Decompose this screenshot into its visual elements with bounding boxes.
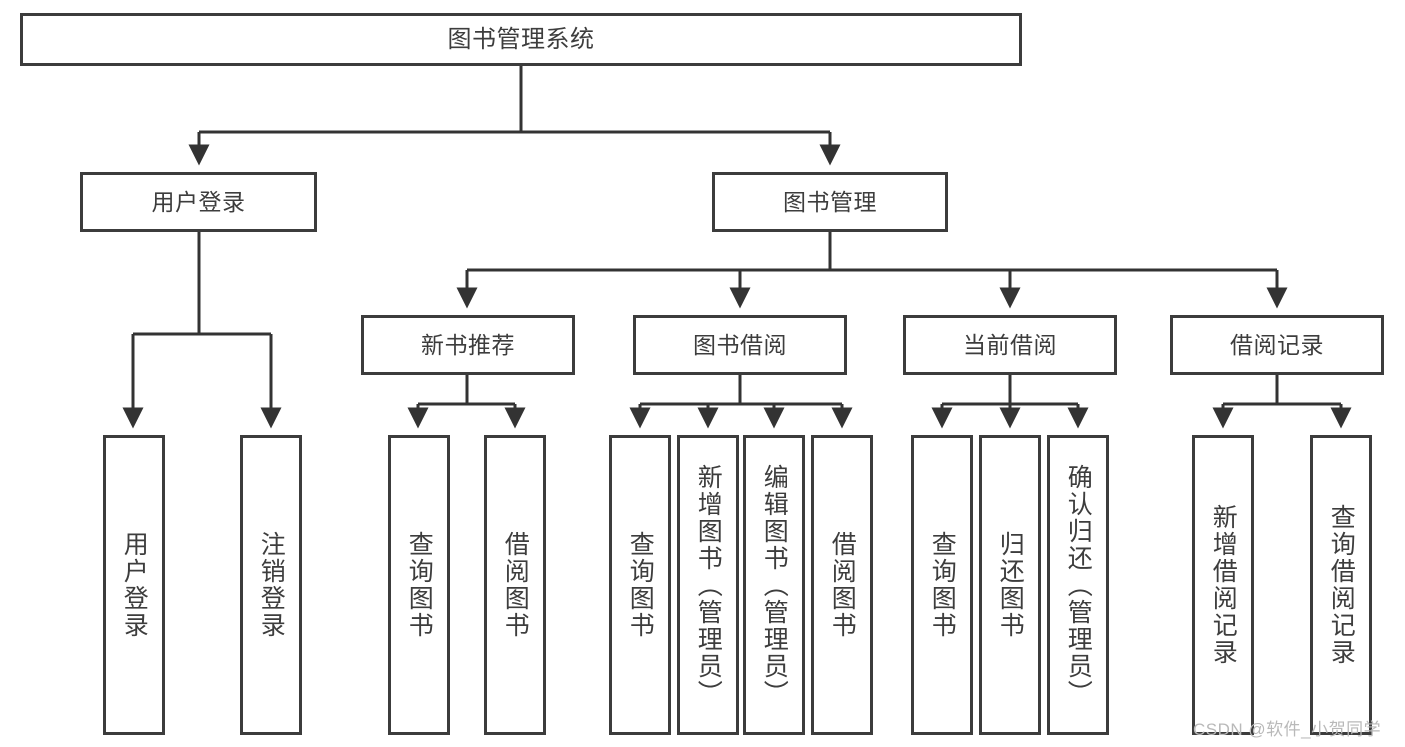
node-root[interactable]: 图书管理系统 (20, 13, 1022, 66)
node-leaf-add-record-label: 新增借阅记录 (1209, 504, 1238, 666)
node-leaf-query-book-2[interactable]: 查询图书 (609, 435, 671, 735)
node-leaf-add-record[interactable]: 新增借阅记录 (1192, 435, 1254, 735)
node-leaf-user-login-label: 用户登录 (120, 531, 149, 639)
node-borrow-record[interactable]: 借阅记录 (1170, 315, 1384, 375)
node-book-borrow[interactable]: 图书借阅 (633, 315, 847, 375)
node-leaf-query-record[interactable]: 查询借阅记录 (1310, 435, 1372, 735)
node-borrow-record-label: 借阅记录 (1230, 331, 1324, 358)
node-leaf-query-book-3[interactable]: 查询图书 (911, 435, 973, 735)
node-leaf-add-book-label: 新增图书（管理员） (694, 463, 723, 707)
node-leaf-borrow-book-1[interactable]: 借阅图书 (484, 435, 546, 735)
node-leaf-query-book-1[interactable]: 查询图书 (388, 435, 450, 735)
node-leaf-query-book-1-label: 查询图书 (405, 531, 434, 639)
node-leaf-return-book[interactable]: 归还图书 (979, 435, 1041, 735)
node-new-book-recommend[interactable]: 新书推荐 (361, 315, 575, 375)
node-user-login-label: 用户登录 (151, 188, 246, 215)
node-root-label: 图书管理系统 (447, 25, 595, 53)
node-book-manage[interactable]: 图书管理 (712, 172, 948, 232)
node-leaf-query-book-2-label: 查询图书 (626, 531, 655, 639)
node-leaf-logout-login[interactable]: 注销登录 (240, 435, 302, 735)
node-current-borrow-label: 当前借阅 (963, 331, 1057, 358)
node-user-login[interactable]: 用户登录 (80, 172, 317, 232)
node-leaf-return-book-label: 归还图书 (996, 531, 1025, 639)
node-leaf-confirm-return-label: 确认归还（管理员） (1064, 463, 1093, 707)
node-book-borrow-label: 图书借阅 (693, 331, 787, 358)
node-new-book-recommend-label: 新书推荐 (421, 331, 515, 358)
node-leaf-borrow-book-2-label: 借阅图书 (828, 531, 857, 639)
node-leaf-borrow-book-1-label: 借阅图书 (501, 531, 530, 639)
node-leaf-logout-login-label: 注销登录 (257, 531, 286, 639)
node-leaf-edit-book[interactable]: 编辑图书（管理员） (743, 435, 805, 735)
node-leaf-confirm-return[interactable]: 确认归还（管理员） (1047, 435, 1109, 735)
node-leaf-query-record-label: 查询借阅记录 (1327, 504, 1356, 666)
node-leaf-add-book[interactable]: 新增图书（管理员） (677, 435, 739, 735)
node-leaf-user-login[interactable]: 用户登录 (103, 435, 165, 735)
node-leaf-edit-book-label: 编辑图书（管理员） (760, 463, 789, 707)
node-current-borrow[interactable]: 当前借阅 (903, 315, 1117, 375)
watermark: CSDN @软件_小贺同学 (1193, 720, 1382, 739)
node-leaf-query-book-3-label: 查询图书 (928, 531, 957, 639)
node-leaf-borrow-book-2[interactable]: 借阅图书 (811, 435, 873, 735)
node-book-manage-label: 图书管理 (783, 188, 877, 215)
